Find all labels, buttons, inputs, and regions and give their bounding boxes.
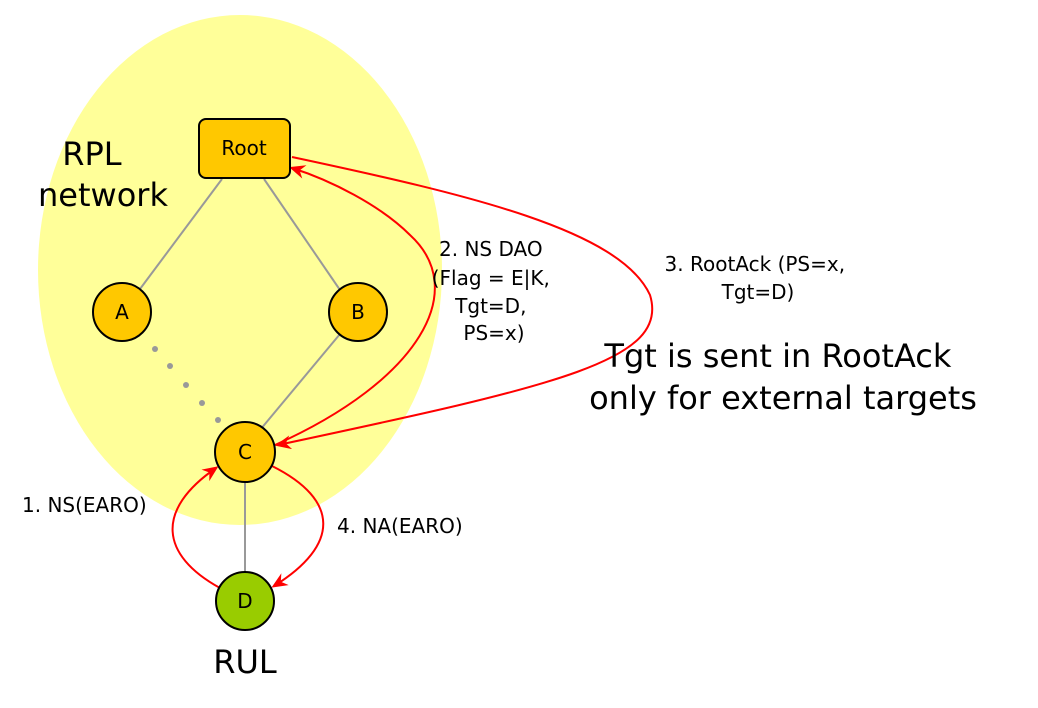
root-box [198, 118, 291, 179]
dot-a-c-3 [183, 382, 189, 388]
arrow-ns-dao [274, 165, 436, 446]
step2-line-4: PS=x) [463, 321, 524, 345]
node-c-circle [214, 421, 276, 483]
step2-line-3: Tgt=D, [454, 294, 526, 318]
dot-a-c-4 [199, 400, 205, 406]
step4-label: 4. NA(EARO) [337, 514, 463, 538]
arrow-root-ack [275, 156, 654, 450]
node-b: B [328, 282, 388, 342]
link-b-c [259, 333, 341, 431]
step2-line-1: 2. NS DAO [439, 237, 543, 261]
note-line-1: Tgt is sent in RootAck [603, 337, 951, 375]
node-c-label: C [238, 440, 252, 464]
root-node: Root [198, 118, 291, 179]
root-label: Root [221, 136, 266, 160]
node-a: A [92, 282, 152, 342]
note: Tgt is sent in RootAck only for external… [589, 337, 977, 417]
node-b-label: B [351, 300, 365, 324]
step3-line-1: 3. RootAck (PS=x, [665, 252, 846, 276]
node-d: D [215, 571, 275, 631]
step3-label: 3. RootAck (PS=x, Tgt=D) [665, 252, 852, 304]
node-c: C [214, 421, 276, 483]
link-root-b [263, 178, 341, 291]
dot-a-c-5 [215, 417, 221, 423]
step3-line-2: Tgt=D) [721, 280, 795, 304]
region-label: RPL network [38, 135, 168, 214]
step2-line-2: (Flag = E|K, [432, 266, 550, 290]
link-root-a [139, 178, 223, 290]
rpl-network-region [38, 15, 442, 525]
node-b-circle [328, 282, 388, 342]
dot-a-c-2 [167, 363, 173, 369]
arrow-ns-earo [171, 466, 221, 589]
node-a-label: A [115, 300, 129, 324]
step1-label: 1. NS(EARO) [22, 493, 147, 517]
rul-label: RUL [213, 643, 277, 681]
node-d-circle [215, 571, 275, 631]
arrow-na-earo [271, 465, 325, 588]
region-label-line-2: network [38, 176, 168, 214]
region-label-line-1: RPL [62, 135, 122, 173]
node-a-circle [92, 282, 152, 342]
node-d-label: D [237, 589, 252, 613]
note-line-2: only for external targets [589, 379, 977, 417]
dot-a-c-1 [152, 346, 158, 352]
step2-label: 2. NS DAO (Flag = E|K, Tgt=D, PS=x) [432, 237, 557, 345]
